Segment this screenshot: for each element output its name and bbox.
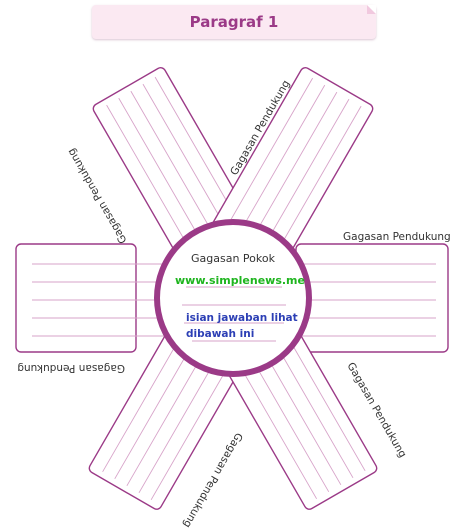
page-fold-corner [367,5,376,14]
answer-note-line1: isian jawaban lihat [186,312,298,324]
main-idea-lines [182,286,286,342]
supporting-panel-right [268,243,449,353]
website-watermark: www.simplenews.me [175,274,305,287]
supporting-label-right: Gagasan Pendukung [343,231,451,243]
main-idea-label: Gagasan Pokok [191,252,276,265]
supporting-label-upper-left: Gagasan Pendukung [65,146,129,245]
title-card: Paragraf 1 [92,5,376,39]
supporting-label-left: Gagasan Pendukung [17,362,125,374]
page-title: Paragraf 1 [189,13,279,31]
answer-note-line2: dibawah ini [186,328,254,340]
main-idea-circle [154,219,312,377]
supporting-panel-left [15,243,200,353]
